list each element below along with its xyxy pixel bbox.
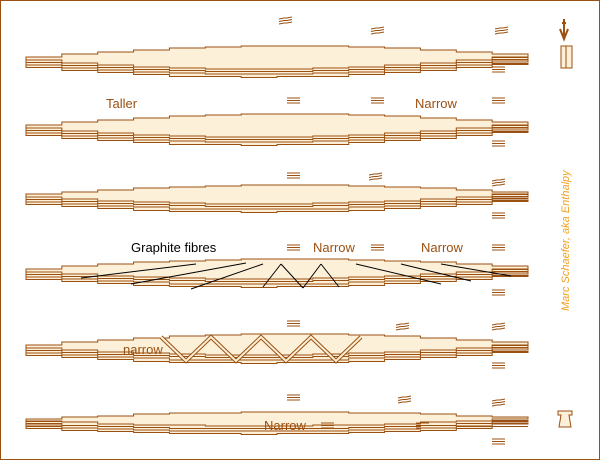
wing-section-2-layer (25, 113, 529, 138)
ply-angled-icon (278, 16, 293, 20)
ply-angled-icon (491, 322, 506, 326)
ply-angled-icon (395, 322, 410, 326)
ply-angled-icon (491, 327, 506, 331)
graphite-fibre (320, 263, 340, 288)
graphite-fibre (190, 263, 264, 290)
ply-angled-icon (491, 403, 506, 407)
ply-angled-icon (395, 325, 410, 328)
graphite-fibre (440, 263, 512, 277)
label-narrow-lower: narrow (123, 342, 163, 357)
ply-angled-icon (370, 31, 385, 35)
ply-angled-icon (491, 401, 506, 404)
ply-angled-icon (397, 395, 412, 399)
ply-angled-icon (491, 183, 506, 187)
graphite-fibre (80, 263, 197, 279)
ply-angled-icon (397, 400, 412, 404)
label-narrow: Narrow (264, 418, 307, 433)
wing-section-5-layer (25, 333, 529, 356)
label-narrow: Narrow (421, 240, 464, 255)
ply-angled-icon (278, 21, 293, 25)
wing-section-1-layer (25, 45, 529, 70)
ply-angled-icon (494, 31, 509, 35)
ply-angled-icon (397, 398, 412, 401)
wing-section-3-layer (25, 184, 529, 205)
ply-angled-icon (368, 177, 383, 181)
ply-angled-icon (368, 175, 383, 178)
ply-angled-icon (370, 26, 385, 30)
graphite-fibre (355, 263, 442, 285)
graphite-fibre (400, 263, 472, 282)
ply-angled-icon (491, 178, 506, 182)
label-taller: Taller (106, 96, 138, 111)
label-graphite-fibres: Graphite fibres (131, 240, 217, 255)
wing-section-6-layer (25, 411, 529, 427)
label-narrow: Narrow (415, 96, 458, 111)
ply-angled-icon (491, 398, 506, 402)
graphite-fibre (302, 263, 322, 289)
load-arrows-icon (559, 19, 569, 42)
ply-angled-icon (395, 327, 410, 331)
ply-angled-icon (494, 29, 509, 32)
graphite-fibre (262, 263, 282, 288)
ply-angled-icon (491, 325, 506, 328)
ply-angled-icon (491, 181, 506, 184)
ply-angled-icon (494, 26, 509, 30)
author-credit: Marc Schaefer, aka Enthalpy (560, 169, 572, 311)
label-narrow: Narrow (313, 240, 356, 255)
graphite-fibre (280, 263, 304, 289)
ply-angled-icon (368, 172, 383, 176)
ply-angled-icon (278, 19, 293, 22)
graphite-fibre (130, 262, 247, 285)
i-beam-section-icon (557, 410, 573, 428)
truss-core-inner (160, 335, 362, 363)
ply-angled-icon (370, 29, 385, 32)
